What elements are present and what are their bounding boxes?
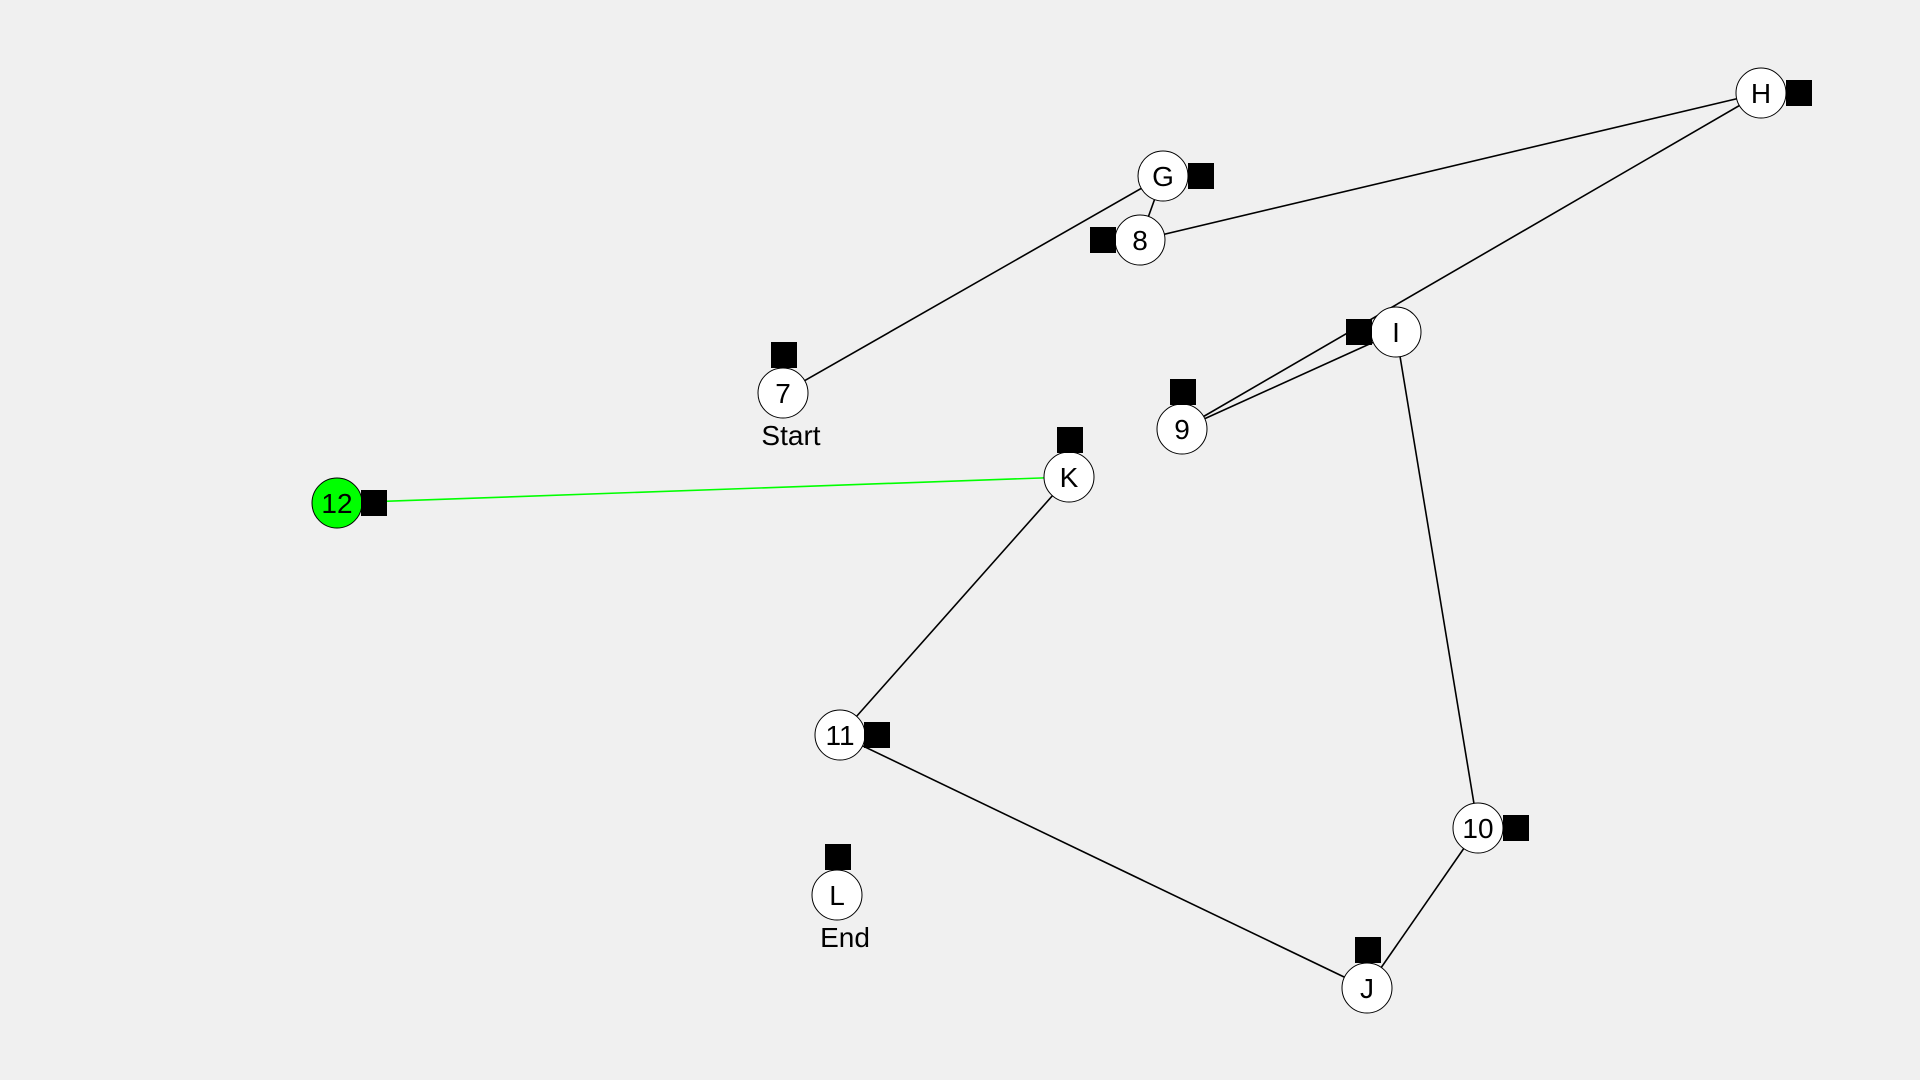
node-11[interactable]: 11 xyxy=(814,709,866,761)
marker-square-11 xyxy=(864,722,890,748)
node-caption: End xyxy=(820,922,870,953)
node-label: 10 xyxy=(1462,813,1493,844)
edge-H-9 xyxy=(1181,92,1762,430)
marker-square-10 xyxy=(1503,815,1529,841)
node-10[interactable]: 10 xyxy=(1452,802,1504,854)
markers-layer xyxy=(361,80,1812,963)
node-K[interactable]: K xyxy=(1043,451,1095,503)
node-label: 12 xyxy=(321,488,352,519)
node-L[interactable]: L End xyxy=(811,869,870,953)
marker-square-12 xyxy=(361,490,387,516)
node-label: 11 xyxy=(825,720,854,751)
marker-square-H xyxy=(1786,80,1812,106)
node-label: K xyxy=(1060,462,1079,493)
marker-square-8 xyxy=(1090,227,1116,253)
edges-layer xyxy=(336,92,1762,989)
node-H[interactable]: H xyxy=(1735,67,1787,119)
node-label: 9 xyxy=(1174,414,1190,445)
edge-J-11 xyxy=(839,734,1368,989)
node-I[interactable]: I xyxy=(1370,306,1422,358)
node-8[interactable]: 8 xyxy=(1114,214,1166,266)
node-label: J xyxy=(1360,973,1374,1004)
edge-K-12 xyxy=(336,476,1070,504)
marker-square-G xyxy=(1188,163,1214,189)
node-G[interactable]: G xyxy=(1137,150,1189,202)
marker-square-I xyxy=(1346,319,1372,345)
marker-square-L xyxy=(825,844,851,870)
node-12[interactable]: 12 xyxy=(311,477,363,529)
marker-square-7 xyxy=(771,342,797,368)
edge-10-J xyxy=(1366,827,1479,989)
node-label: G xyxy=(1152,161,1174,192)
edge-8-H xyxy=(1139,92,1762,241)
edge-9-I xyxy=(1181,331,1397,430)
edge-I-10 xyxy=(1395,331,1479,829)
marker-square-9 xyxy=(1170,379,1196,405)
node-9[interactable]: 9 xyxy=(1156,403,1208,455)
marker-square-K xyxy=(1057,427,1083,453)
node-label: 7 xyxy=(775,378,791,409)
edge-11-K xyxy=(839,476,1070,736)
node-label: H xyxy=(1751,78,1771,109)
marker-square-J xyxy=(1355,937,1381,963)
node-label: I xyxy=(1392,317,1400,348)
node-label: 8 xyxy=(1132,225,1148,256)
node-caption: Start xyxy=(761,420,820,451)
edge-7-G xyxy=(782,175,1164,394)
node-label: L xyxy=(829,880,845,911)
node-J[interactable]: J xyxy=(1341,962,1393,1014)
